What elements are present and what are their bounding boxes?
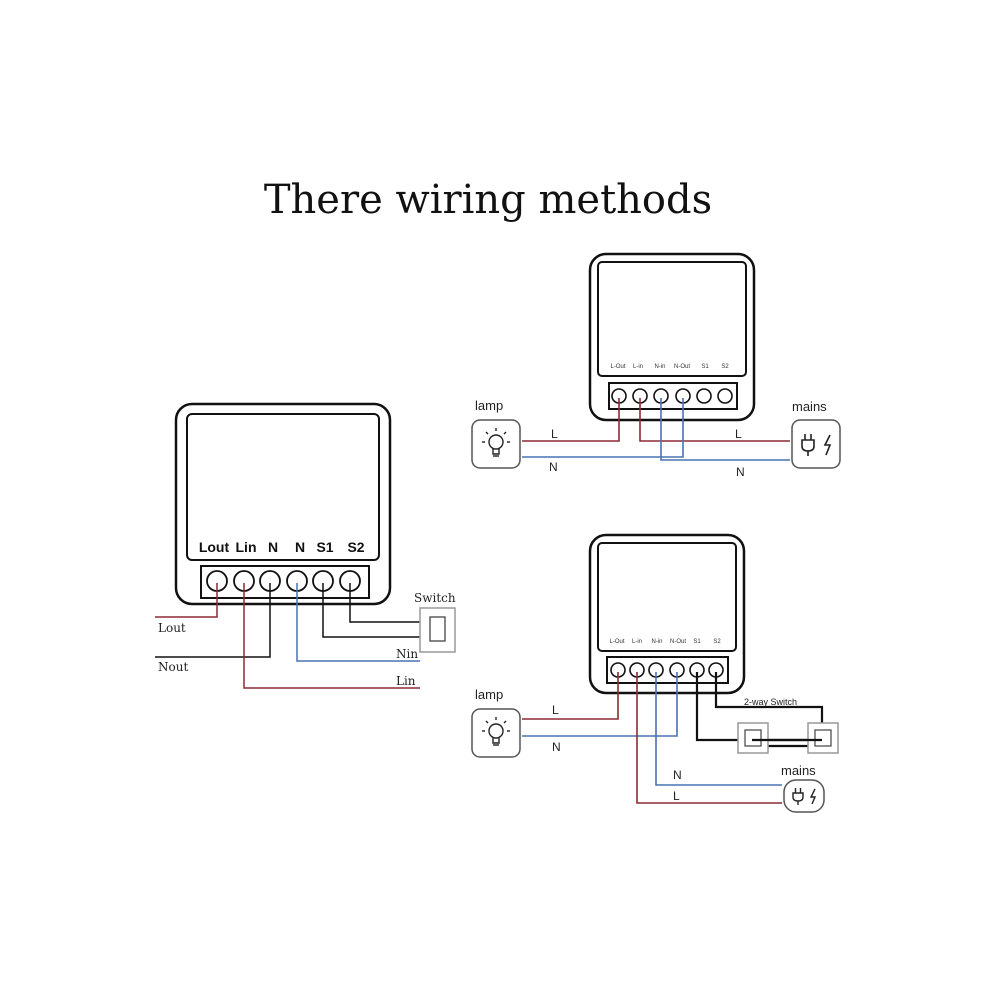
terminal-label-l-in: L-in xyxy=(632,639,642,645)
module-body xyxy=(588,533,746,695)
wire-nout xyxy=(155,583,271,658)
terminal-label-n-out: N-Out xyxy=(674,364,690,370)
module-screen xyxy=(186,413,380,561)
wire-l-out xyxy=(522,672,619,720)
switch-rocker xyxy=(429,616,446,642)
terminal-label-s2: S2 xyxy=(347,539,364,555)
mains-label: mains xyxy=(792,399,827,414)
wire-label-l: L xyxy=(673,789,680,803)
module-screen xyxy=(597,542,737,652)
wire-l-in xyxy=(639,398,790,442)
terminal-label-s1: S1 xyxy=(701,364,709,370)
terminal-label-n-in: N-in xyxy=(654,364,665,370)
plug-icon xyxy=(801,434,832,456)
wire-l-out xyxy=(522,398,620,442)
wire-n-in xyxy=(660,398,790,461)
diagram-3: L-Out L-in N-in N-Out S1 S2 L N N L 2-wa… xyxy=(471,533,839,813)
two-way-switch-plate xyxy=(737,722,769,754)
wire-lin xyxy=(243,583,420,689)
terminal-label-l-out: L-Out xyxy=(610,364,625,370)
lamp-box xyxy=(471,419,521,469)
terminal-label-l-out: L-Out xyxy=(609,639,624,645)
wire-label-lout: Lout xyxy=(158,621,186,635)
two-way-switch-label: 2-way Switch xyxy=(744,697,797,707)
wire-label-n: N xyxy=(673,768,682,782)
terminal-block xyxy=(200,565,370,599)
module-screen xyxy=(597,261,747,377)
wire-label-n: N xyxy=(552,740,561,754)
terminal-block xyxy=(606,656,729,684)
diagram-2: L-Out L-in N-in N-Out S1 S2 L N L N lamp xyxy=(471,252,841,479)
module-body xyxy=(174,402,392,606)
terminal-block xyxy=(608,382,738,410)
plug-icon xyxy=(792,788,817,805)
wire-label-l: L xyxy=(551,427,558,441)
wire-l-in xyxy=(636,672,782,804)
wire-label-l: L xyxy=(735,427,742,441)
terminal-screw xyxy=(696,388,712,404)
terminal-label-n: N xyxy=(268,539,278,555)
switch-label: Switch xyxy=(414,591,456,605)
lightbulb-icon xyxy=(482,717,510,746)
terminal-label-n-out: N-Out xyxy=(670,639,686,645)
lamp-label: lamp xyxy=(475,687,503,702)
two-way-switch-rocker xyxy=(744,729,762,747)
terminal-label-s2: S2 xyxy=(721,364,729,370)
mains-box xyxy=(791,419,841,469)
wire-nin xyxy=(296,583,420,662)
terminal-label-l-in: L-in xyxy=(633,364,643,370)
terminal-label-s1: S1 xyxy=(693,639,701,645)
terminal-label-n-in: N-in xyxy=(651,639,662,645)
wire-label-n: N xyxy=(549,460,558,474)
wire-label-l: L xyxy=(552,703,559,717)
terminal-label-s1: S1 xyxy=(316,539,333,555)
two-way-switch-plate xyxy=(807,722,839,754)
switch-plate xyxy=(419,607,456,653)
wire-s1 xyxy=(322,583,420,638)
two-way-switch-rocker xyxy=(814,729,832,747)
wire-label-nin: Nin xyxy=(396,647,418,661)
diagram-1: Lout Lin N N S1 S2 Lout Nout Nin Lin Swi… xyxy=(155,402,456,689)
terminal-label-n: N xyxy=(295,539,305,555)
lamp-box xyxy=(471,708,521,758)
wire-label-nout: Nout xyxy=(158,660,188,674)
wire-s2 xyxy=(714,672,824,736)
wire-label-lin: Lin xyxy=(396,674,416,688)
wire-n-out xyxy=(522,398,684,458)
wire-n-out xyxy=(522,672,678,737)
wire-n-in xyxy=(655,672,782,786)
lightbulb-icon xyxy=(482,428,510,457)
page-title: There wiring methods xyxy=(264,177,712,223)
wire-s1 xyxy=(695,672,752,742)
mains-box xyxy=(783,779,825,813)
mains-label: mains xyxy=(781,763,816,778)
lamp-label: lamp xyxy=(475,398,503,413)
module-body xyxy=(588,252,756,422)
wire-label-n: N xyxy=(736,465,745,479)
wire-lout xyxy=(155,583,218,618)
terminal-label-lout: Lout xyxy=(199,539,230,555)
terminal-screw xyxy=(717,388,733,404)
wire-s2 xyxy=(349,583,420,623)
terminal-label-s2: S2 xyxy=(713,639,721,645)
terminal-label-lin: Lin xyxy=(236,539,257,555)
